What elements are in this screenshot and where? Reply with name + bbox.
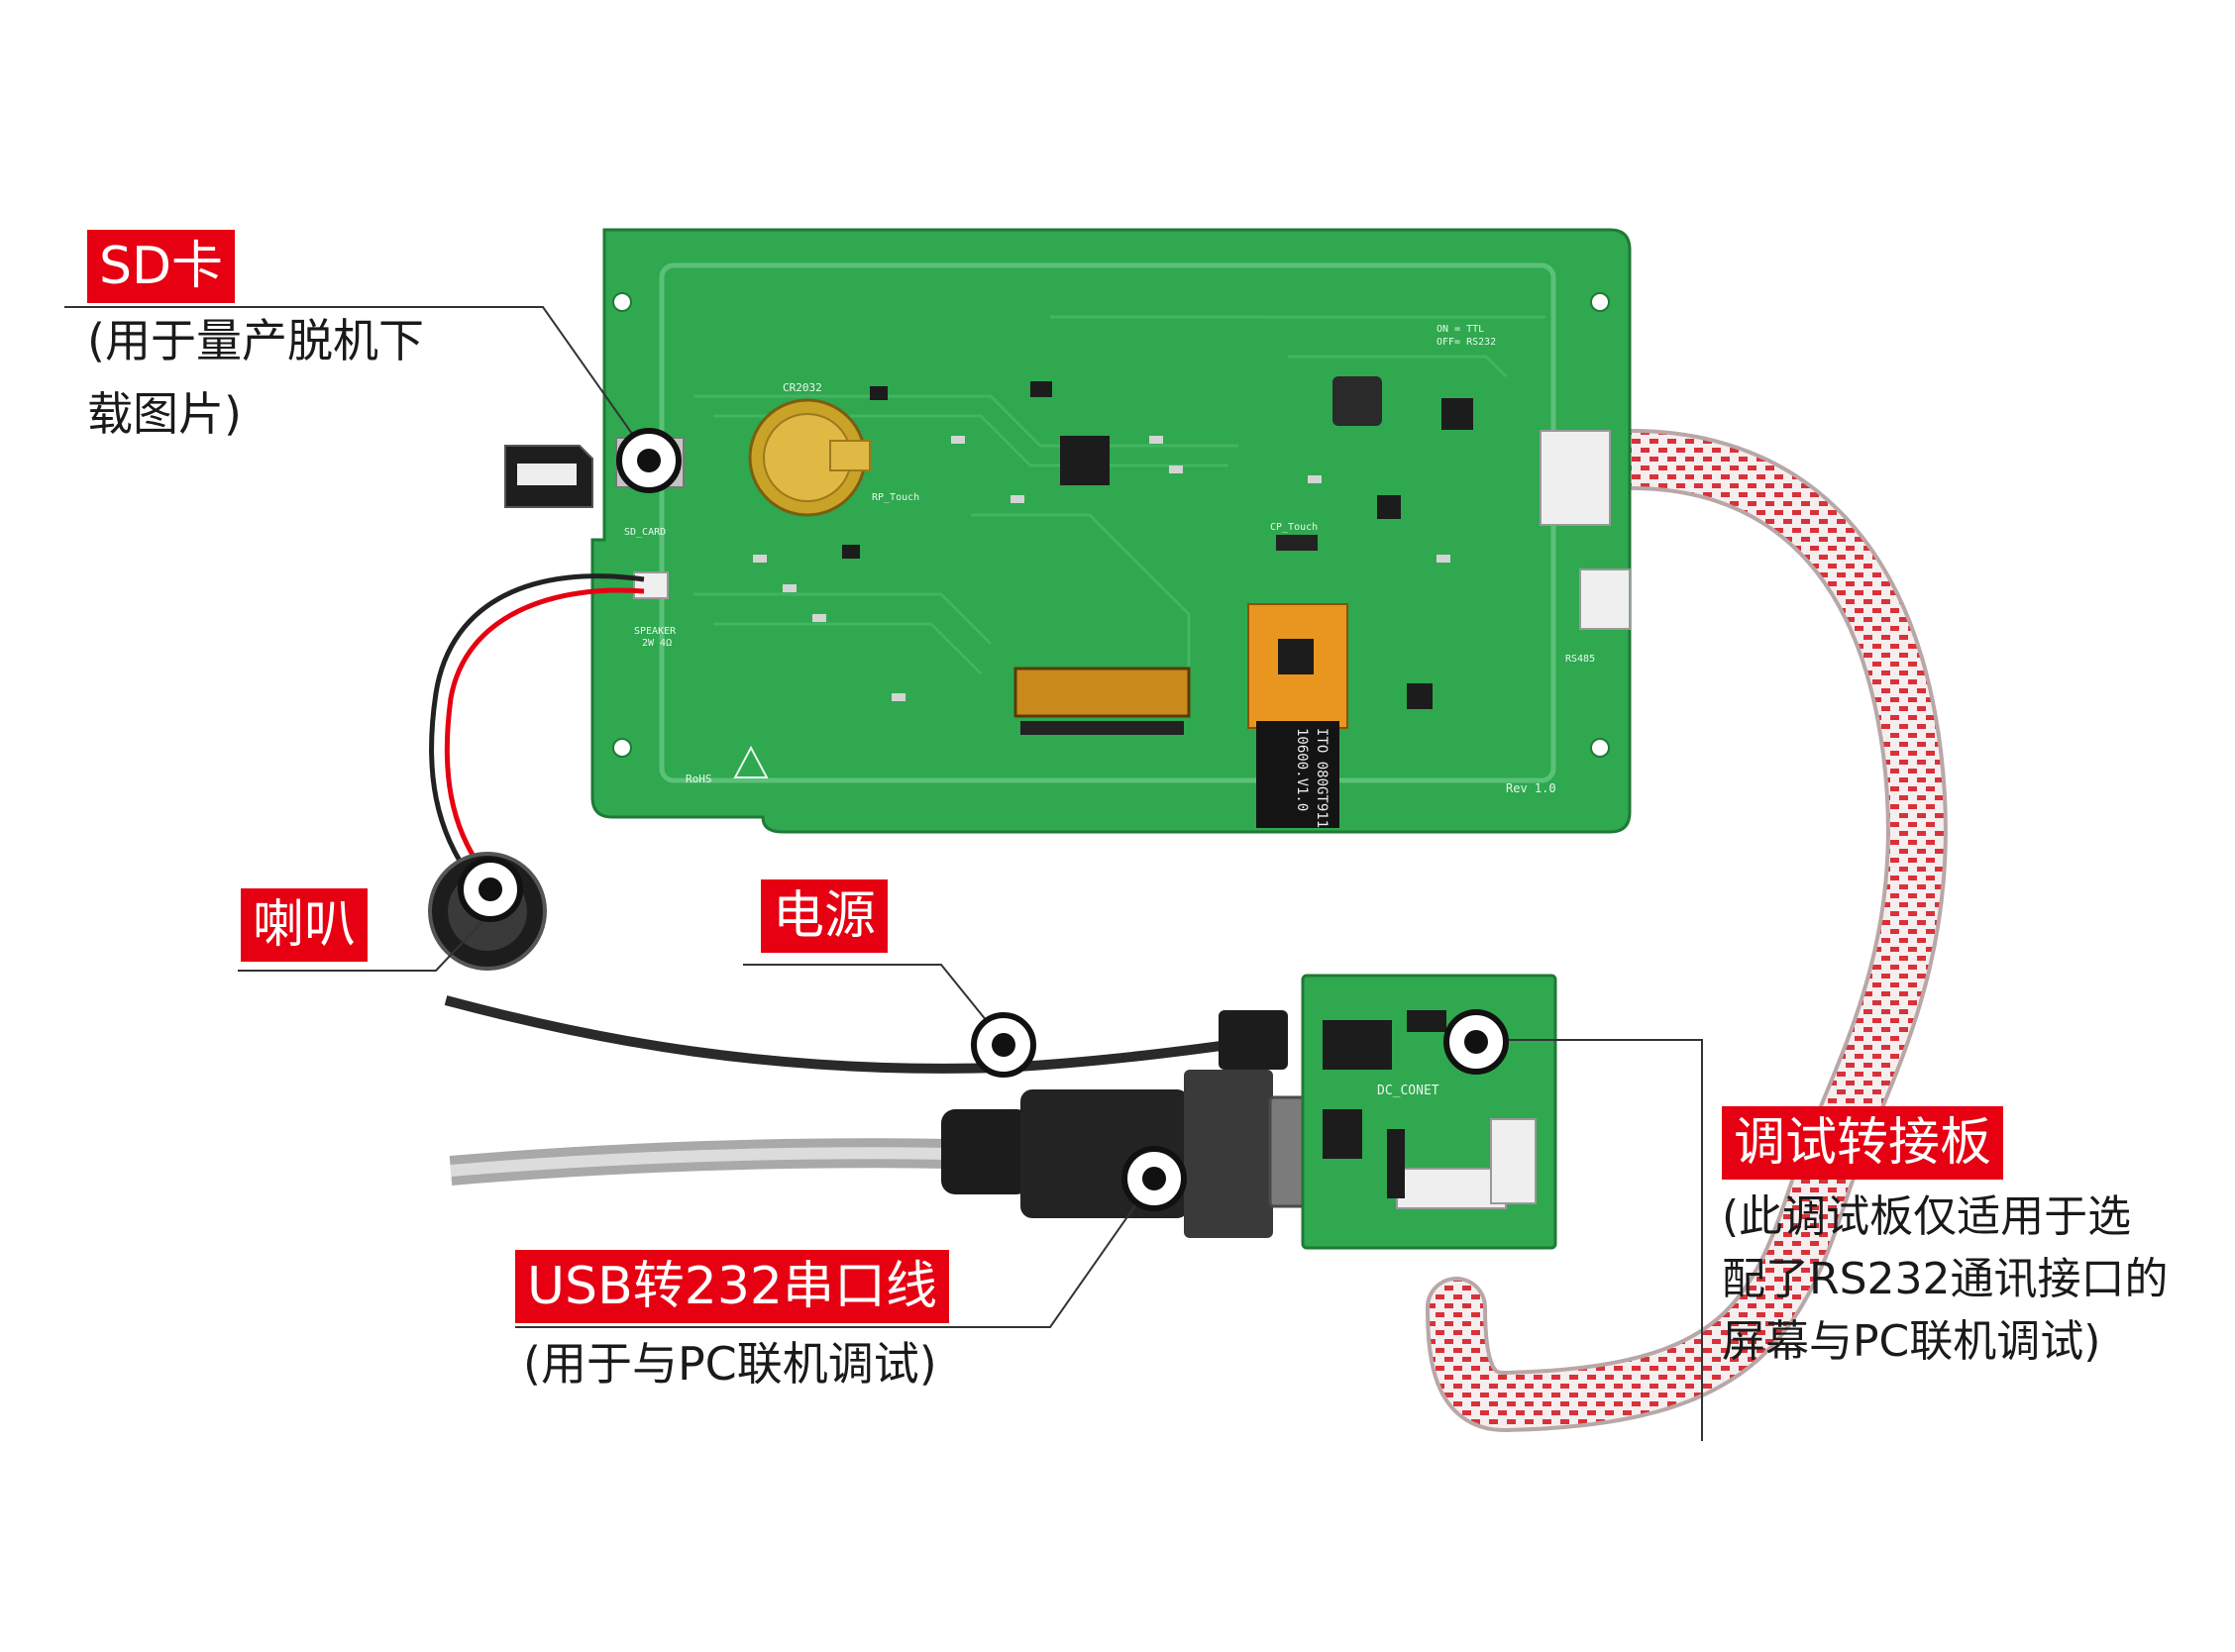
- flex-label-2: 10600.V1.0: [1294, 728, 1310, 811]
- debug-board-note-2: 配了RS232通讯接口的: [1722, 1254, 2169, 1304]
- cp-touch-label: CP_Touch: [1270, 522, 1318, 533]
- usb-leader: [515, 1178, 1155, 1328]
- rohs-label: RoHS: [686, 773, 712, 785]
- sd-card-label: SD卡: [87, 230, 236, 303]
- callout-markers: [458, 428, 1509, 1211]
- sd-marker: [616, 428, 682, 493]
- speaker-marker: [458, 857, 523, 922]
- debug-board-note-1: (此调试板仅适用于选: [1722, 1191, 2132, 1242]
- debug-board-title: 调试转接板: [1722, 1106, 2004, 1180]
- sd-leader: [64, 306, 650, 459]
- sd-card-note-2: 载图片): [87, 387, 242, 441]
- usb-cable-label: USB转232串口线: [515, 1250, 949, 1323]
- sd-card-note-1: (用于量产脱机下: [87, 314, 424, 367]
- power-label: 电源: [761, 879, 889, 953]
- power-marker: [971, 1012, 1036, 1078]
- debug-marker: [1443, 1009, 1509, 1075]
- debug-leader: [1476, 1039, 1703, 1441]
- main-pcb: CR2032 ITO 080GT911 10600.V1.0 CP_Touch …: [590, 228, 1632, 834]
- battery-label: CR2032: [783, 381, 822, 394]
- speaker-leader: [238, 912, 491, 972]
- ttl-label: ON = TTL: [1437, 324, 1484, 335]
- power-cable: [444, 995, 1279, 1074]
- speaker-conn-label: SPEAKER: [634, 626, 677, 637]
- rs232-label: OFF= RS232: [1437, 337, 1496, 348]
- speaker-spec-label: 2W 4Ω: [642, 638, 672, 649]
- rs485-label: RS485: [1565, 654, 1595, 665]
- debug-board-label: DC_CONET: [1377, 1084, 1439, 1098]
- usb-marker: [1121, 1146, 1187, 1211]
- debug-board-note-3: 屏幕与PC联机调试): [1722, 1316, 2101, 1367]
- flex-label-1: ITO 080GT911: [1314, 728, 1330, 828]
- rev-label: Rev 1.0: [1506, 781, 1556, 795]
- power-leader: [743, 964, 1005, 1043]
- rp-touch-label: RP_Touch: [872, 492, 919, 503]
- debug-board: DC_CONET: [1301, 974, 1557, 1250]
- speaker-label: 喇叭: [241, 888, 369, 962]
- usb-cable-note: (用于与PC联机调试): [523, 1337, 937, 1391]
- esd-icon: [733, 745, 769, 778]
- micro-sd-card: [504, 445, 593, 508]
- sd-slot-label: SD_CARD: [624, 527, 666, 538]
